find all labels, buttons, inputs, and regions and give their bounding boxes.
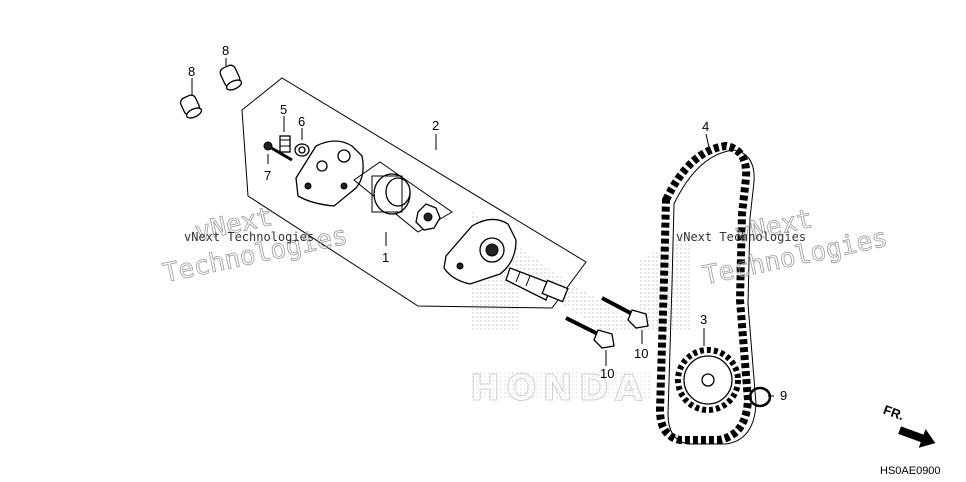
pump-body (443, 218, 517, 285)
callout-7: 7 (264, 168, 271, 183)
callout-10a: 10 (634, 346, 648, 361)
circlip-part-9 (748, 386, 772, 408)
callout-6: 6 (298, 114, 305, 129)
outer-rotor (371, 173, 411, 215)
flange-bolt-10b (565, 316, 615, 349)
pump-shaft (505, 267, 569, 303)
callout-3: 3 (700, 312, 707, 327)
rotor-set-outline (353, 161, 453, 233)
sprocket-part-3 (675, 347, 741, 413)
callout-1: 1 (382, 250, 389, 265)
callout-5: 5 (280, 102, 287, 117)
bushing-part-8b (179, 94, 203, 119)
leader-lines (191, 58, 774, 397)
assembly-outline (241, 77, 587, 309)
direction-label: FR. (881, 402, 906, 423)
arrow-right-icon (898, 426, 936, 448)
watermark-right-text: vNext Technologies (676, 230, 806, 244)
o-ring-part-6 (294, 143, 310, 157)
diagram-code: HS0AE0900 (880, 465, 941, 477)
bushing-part-8a (219, 64, 243, 91)
callout-4: 4 (702, 119, 709, 134)
flange-bolt-10a (601, 296, 649, 329)
watermark-left-text: vNext Technologies (184, 230, 314, 244)
drive-chain (655, 141, 757, 445)
front-direction-indicator: FR. (881, 402, 936, 448)
callout-9: 9 (780, 388, 787, 403)
callout-8a: 8 (222, 43, 229, 58)
callout-2: 2 (432, 118, 439, 133)
honda-logo-watermark: HONDA (470, 210, 690, 410)
honda-logo-text: HONDA (470, 368, 649, 409)
callout-8b: 8 (188, 64, 195, 79)
inner-rotor (415, 203, 441, 231)
callout-10b: 10 (600, 366, 614, 381)
pump-cover (295, 140, 364, 207)
screw-part-7 (263, 141, 293, 162)
pin-part-5 (279, 135, 291, 153)
